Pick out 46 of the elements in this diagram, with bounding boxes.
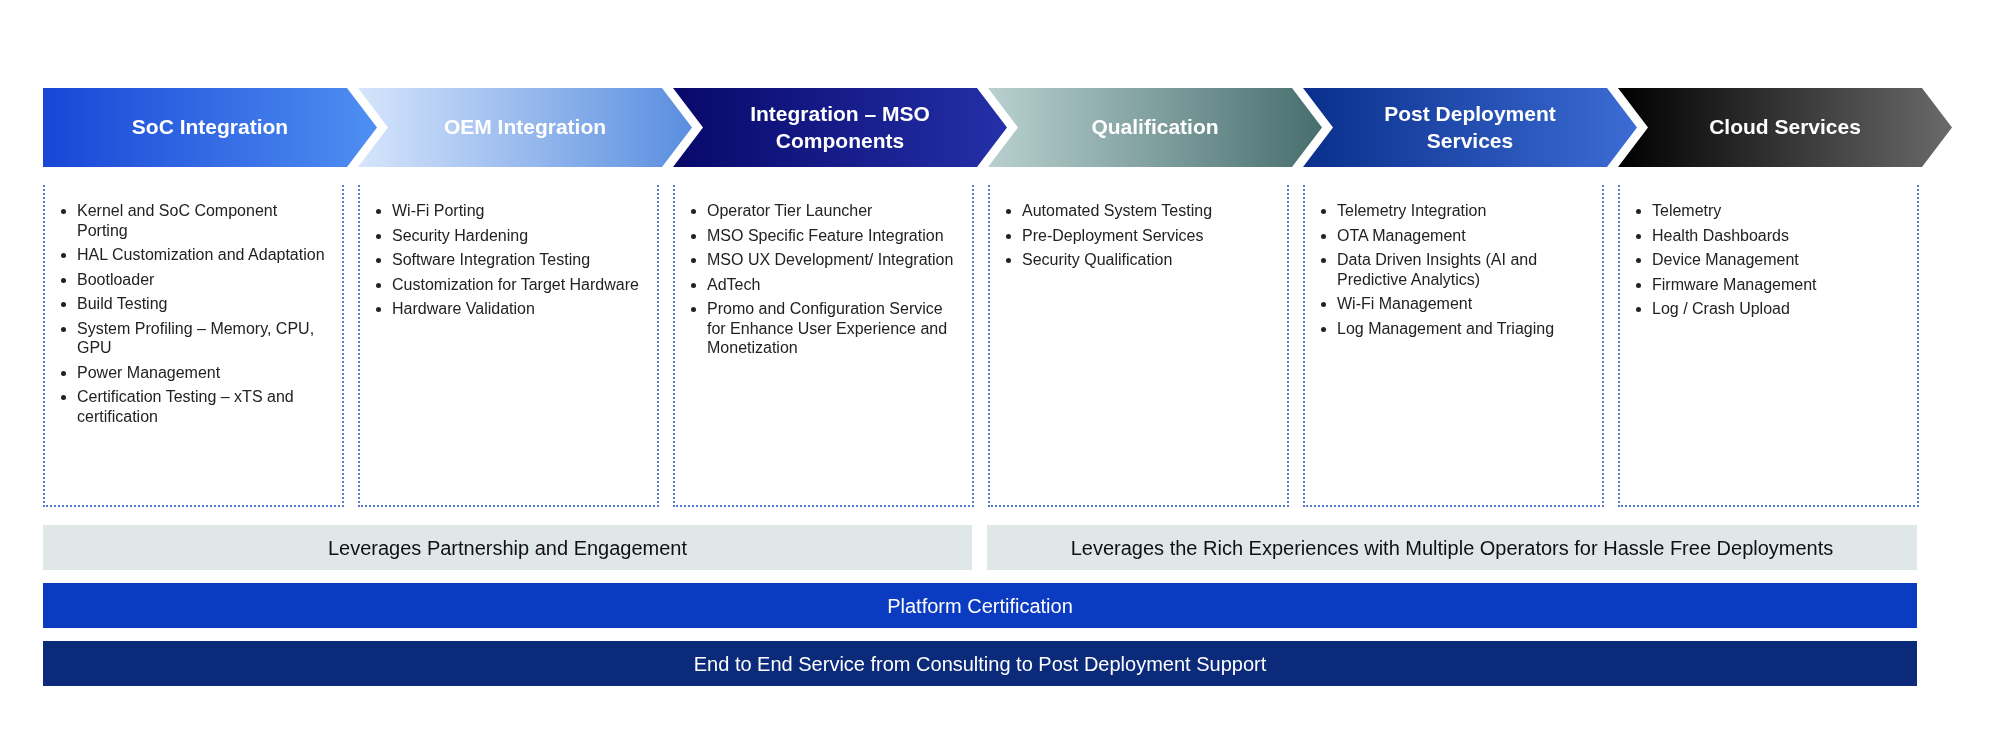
dotted-column-box bbox=[988, 185, 1289, 507]
dotted-column-box bbox=[43, 185, 344, 507]
bullet-item: OTA Management bbox=[1317, 225, 1590, 246]
bullet-item: Hardware Validation bbox=[372, 299, 645, 319]
bullet-item: HAL Customization and Adaptation bbox=[57, 245, 330, 265]
bullet-item: Software Integration Testing bbox=[372, 250, 645, 270]
bullet-item: Telemetry bbox=[1632, 201, 1905, 221]
bullet-item: Pre-Deployment Services bbox=[1002, 225, 1275, 246]
bullet-item: Device Management bbox=[1632, 250, 1905, 270]
bullet-item: MSO UX Development/ Integration bbox=[687, 250, 960, 270]
stage-heading: OEM Integration bbox=[443, 114, 607, 141]
bullet-item: MSO Specific Feature Integration bbox=[687, 225, 960, 246]
bullet-item: Telemetry Integration bbox=[1317, 201, 1590, 221]
stage-heading: Post Deployment Services bbox=[1383, 101, 1557, 154]
stage-heading: Cloud Services bbox=[1709, 114, 1861, 141]
banner-bar: Platform Certification bbox=[43, 583, 1917, 628]
bullet-item: AdTech bbox=[687, 274, 960, 295]
bullet-item: Promo and Configuration Service for Enhance User Experience and Monetization bbox=[687, 299, 960, 358]
banner-bar: End to End Service from Consulting to Post Deployment Support bbox=[43, 641, 1917, 686]
bullet-item: Wi-Fi Porting bbox=[372, 201, 645, 221]
bullet-item: Health Dashboards bbox=[1632, 225, 1905, 246]
dotted-column-box bbox=[1303, 185, 1604, 507]
stage-heading: Integration – MSO Components bbox=[749, 101, 931, 154]
dotted-column-box bbox=[673, 185, 974, 507]
dotted-column-box bbox=[1618, 185, 1919, 507]
bullet-item: Wi-Fi Management bbox=[1317, 294, 1590, 314]
bullet-item: Certification Testing – xTS and certification bbox=[57, 387, 330, 427]
bullet-item: Bootloader bbox=[57, 269, 330, 290]
bullet-item: Firmware Management bbox=[1632, 274, 1905, 295]
dotted-column-box bbox=[358, 185, 659, 507]
bullet-item: Build Testing bbox=[57, 294, 330, 314]
bullet-item: Customization for Target Hardware bbox=[372, 274, 645, 295]
bullet-item: Log Management and Triaging bbox=[1317, 318, 1590, 339]
bullet-item: Security Qualification bbox=[1002, 250, 1275, 270]
bullet-item: Security Hardening bbox=[372, 225, 645, 246]
bullet-item: Log / Crash Upload bbox=[1632, 299, 1905, 319]
bullet-item: Automated System Testing bbox=[1002, 201, 1275, 221]
bullet-item: Data Driven Insights (AI and Predictive Analytics) bbox=[1317, 250, 1590, 290]
banner-bar: Leverages the Rich Experiences with Multiple Operators for Hassle Free Deployments bbox=[987, 525, 1917, 570]
stage-heading: SoC Integration bbox=[131, 114, 289, 141]
banner-bar: Leverages Partnership and Engagement bbox=[43, 525, 972, 570]
bullet-item: Kernel and SoC Component Porting bbox=[57, 201, 330, 241]
bullet-item: System Profiling – Memory, CPU, GPU bbox=[57, 318, 330, 358]
bullet-item: Power Management bbox=[57, 362, 330, 383]
stage-heading: Qualification bbox=[1091, 114, 1219, 141]
bullet-item: Operator Tier Launcher bbox=[687, 201, 960, 221]
